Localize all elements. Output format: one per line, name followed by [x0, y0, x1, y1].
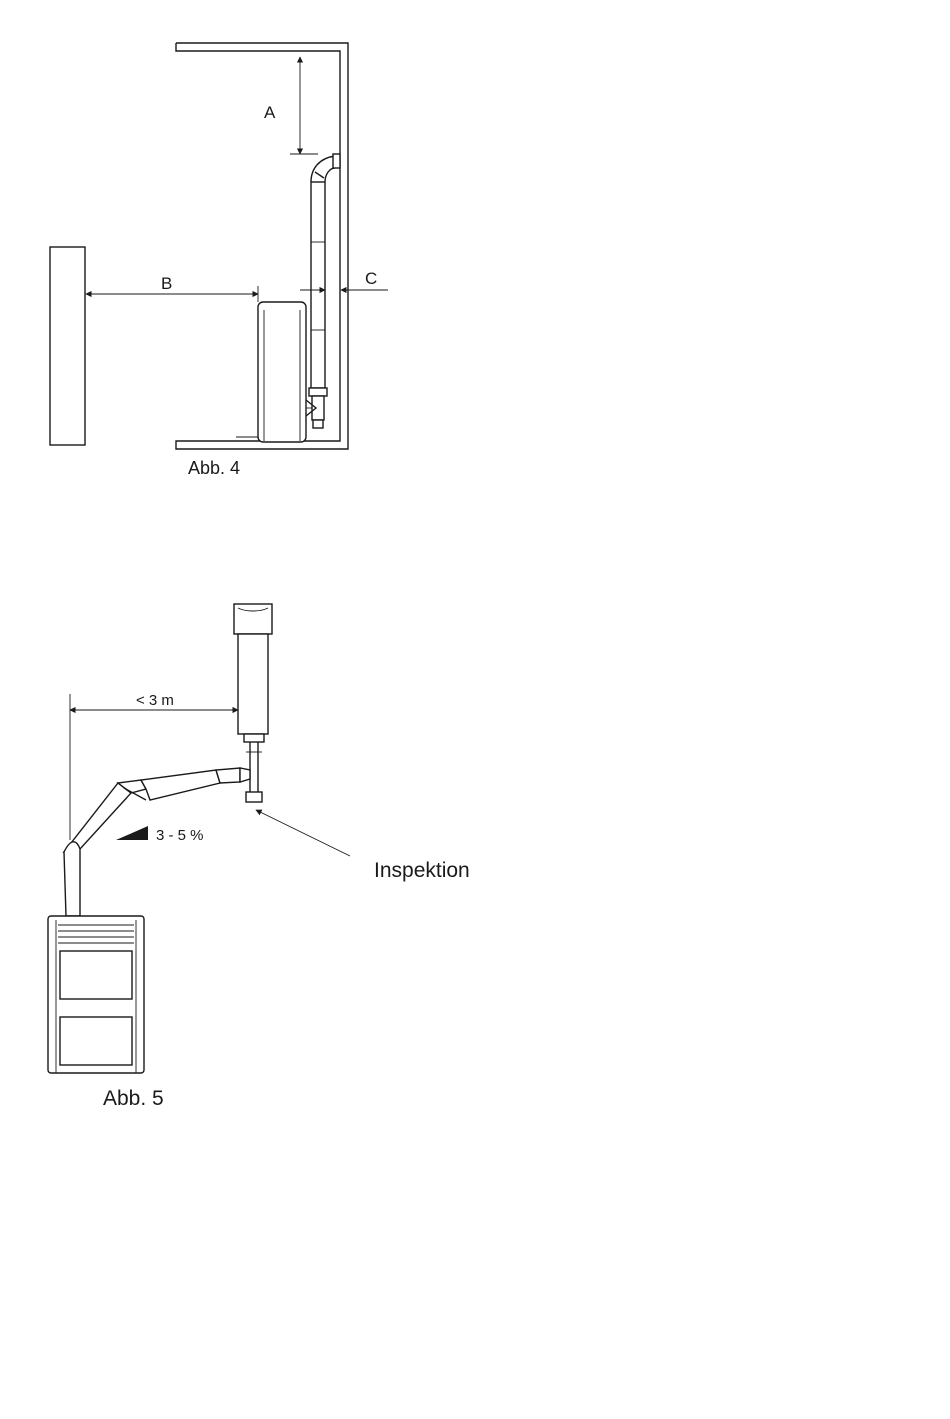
stove-outlet [64, 842, 80, 916]
figure-5-caption: Abb. 5 [103, 1087, 164, 1110]
distance-label: < 3 m [136, 692, 174, 709]
opposite-wall [50, 247, 85, 445]
stove-unit [236, 302, 306, 442]
pellet-stove [48, 916, 144, 1073]
label-c: C [365, 269, 377, 288]
slope-indicator: 3 - 5 % [116, 826, 204, 844]
dimension-b: B [86, 274, 258, 302]
label-b: B [161, 274, 172, 293]
figure-4: A B C Abb. 4 [50, 43, 388, 478]
slope-label: 3 - 5 % [156, 827, 204, 844]
figure-4-caption: Abb. 4 [188, 458, 240, 478]
flue-pipe [306, 154, 340, 428]
dimension-a: A [264, 57, 318, 154]
inspection-pointer: Inspektion [256, 810, 470, 882]
figure-5: < 3 m 3 - 5 % Inspektion Abb. 5 [48, 604, 470, 1110]
inspection-label: Inspektion [374, 859, 470, 882]
label-a: A [264, 103, 276, 122]
